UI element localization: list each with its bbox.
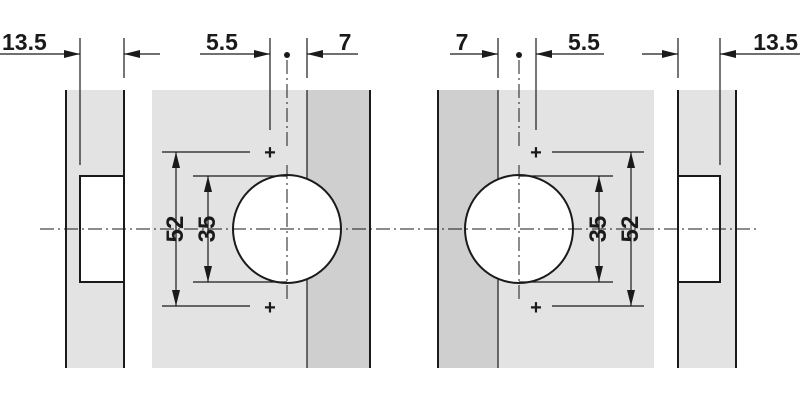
right-view: 35 52 + + 7 5.5 13.5 <box>437 29 800 368</box>
left-offset-label: 5.5 <box>206 29 238 55</box>
right-edge-distance-label: 13.5 <box>753 29 798 55</box>
left-edge-distance-label: 13.5 <box>2 29 47 55</box>
left-screw-mark-bottom: + <box>264 297 276 319</box>
right-screw-mark-top: + <box>530 142 542 164</box>
left-hinge-axis-dot <box>284 52 290 58</box>
right-door-gap-label: 7 <box>456 29 469 55</box>
left-door-gap-label: 7 <box>339 29 352 55</box>
left-screw-mark-top: + <box>264 142 276 164</box>
right-offset-label: 5.5 <box>568 29 600 55</box>
right-screw-mark-bottom: + <box>530 297 542 319</box>
right-hinge-axis-dot <box>516 52 522 58</box>
left-view: 52 35 + + 13.5 5.5 7 <box>0 29 371 368</box>
